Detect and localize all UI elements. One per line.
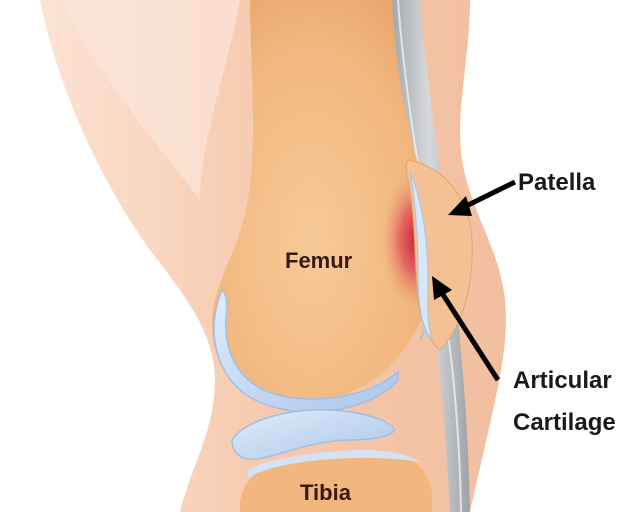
tibia-label: Tibia [300,480,352,505]
cartilage-label: Cartilage [513,409,616,436]
patella-label: Patella [518,169,596,196]
articular-label: Articular [513,367,612,394]
femur-label: Femur [285,248,353,273]
